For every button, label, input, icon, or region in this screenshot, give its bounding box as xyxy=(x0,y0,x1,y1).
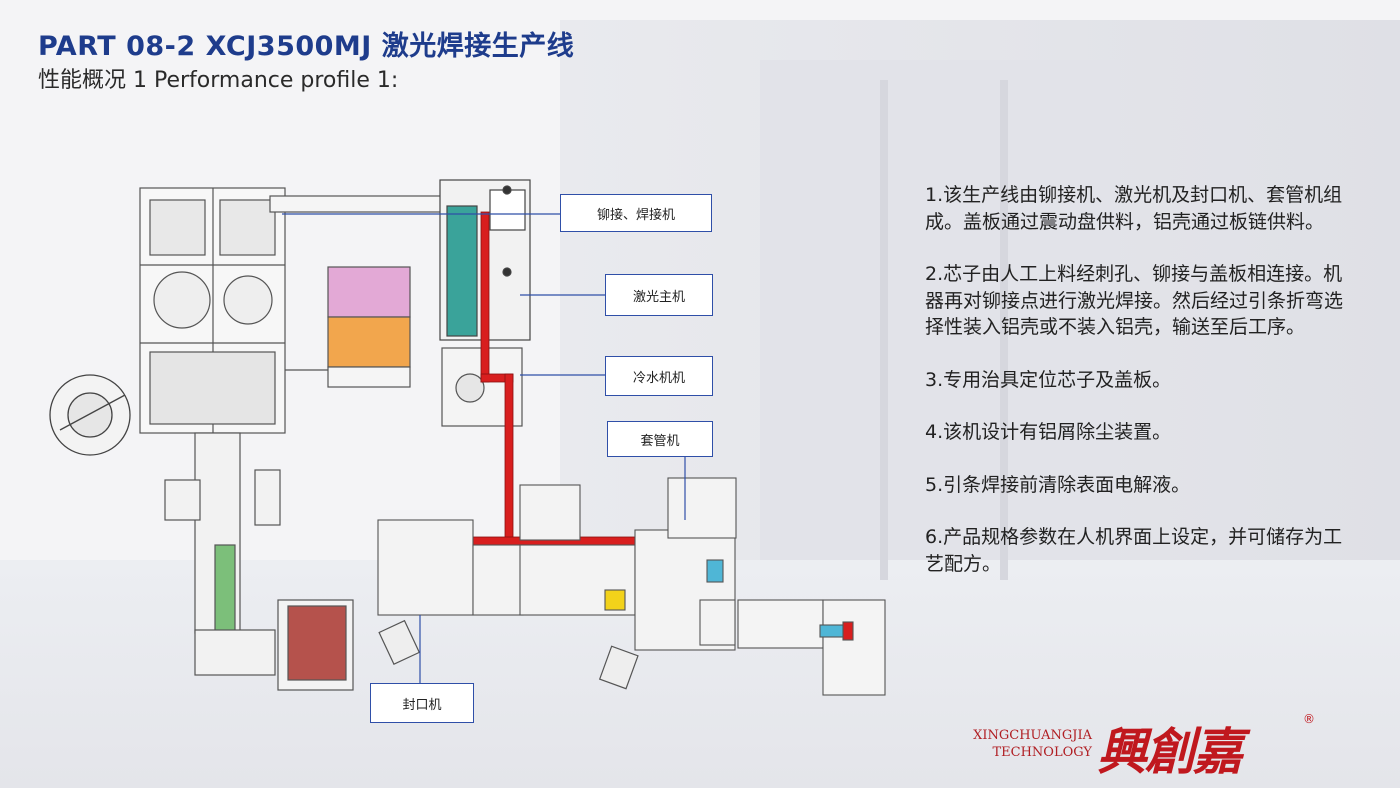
feeding-column xyxy=(164,432,281,676)
brand-en-line2: TECHNOLOGY xyxy=(992,745,1092,760)
callout-leaders xyxy=(282,213,686,683)
note-1: 1.该生产线由铆接机、激光机及封口机、套管机组成。盖板通过震动盘供料，铝壳通过板… xyxy=(925,184,1343,233)
material-hopper xyxy=(327,266,411,388)
note-2: 2.芯子由人工上料经刺孔、铆接与盖板相连接。机器再对铆接点进行激光焊接。然后经过… xyxy=(925,263,1344,338)
registered-mark: ® xyxy=(1303,712,1315,726)
note-5: 5.引条焊接前清除表面电解液。 xyxy=(925,473,1191,496)
riveting-welding-machine xyxy=(139,187,330,434)
callout-sealing: 封口机 xyxy=(370,683,474,723)
note-4: 4.该机设计有铝屑除尘装置。 xyxy=(925,421,1172,443)
vibratory-bowl-feeder xyxy=(49,374,131,456)
callout-riveting-welding: 铆接、焊接机 xyxy=(560,194,712,232)
middle-processing-stations xyxy=(377,477,737,651)
note-3: 3.专用治具定位芯子及盖板。 xyxy=(925,368,1172,391)
callout-chiller: 冷水机机 xyxy=(605,356,713,396)
callout-sleeving: 套管机 xyxy=(607,421,713,457)
page-title: PART 08-2 XCJ3500MJ 激光焊接生产线 xyxy=(38,31,575,62)
brand-logo-english: XINGCHUANGJIA TECHNOLOGY xyxy=(970,727,1092,761)
brand-logo-chinese: 興創嘉 xyxy=(1097,722,1243,781)
outfeed-station xyxy=(737,599,886,696)
page-subtitle: 性能概况 1 Performance profile 1: xyxy=(38,68,399,93)
callout-laser-host: 激光主机 xyxy=(605,274,713,316)
sealing-tray xyxy=(277,599,639,691)
brand-en-line1: XINGCHUANGJIA xyxy=(973,728,1092,743)
performance-notes: 1.该生产线由铆接机、激光机及封口机、套管机组成。盖板通过震动盘供料，铝壳通过板… xyxy=(925,182,1345,603)
note-6: 6.产品规格参数在人机界面上设定，并可储存为工艺配方。 xyxy=(925,526,1343,575)
